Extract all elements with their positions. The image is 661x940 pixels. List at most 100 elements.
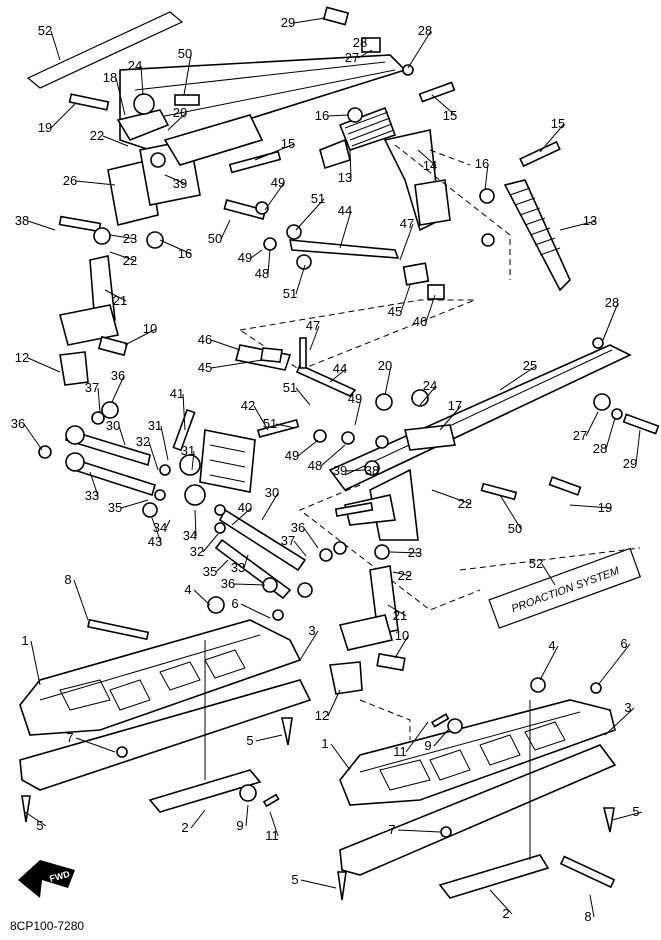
callout-label-5: 5: [632, 804, 639, 819]
callout-leader-35: [120, 499, 149, 509]
callout-leader-9: [245, 804, 249, 827]
callout-label-34: 34: [153, 520, 167, 535]
callout-leader-16: [159, 239, 192, 255]
callout-label-21: 21: [393, 608, 407, 623]
callout-label-4: 4: [184, 582, 191, 597]
callout-leader-19: [50, 103, 76, 129]
callout-label-30: 30: [265, 485, 279, 500]
callout-leader-22: [109, 251, 137, 262]
callout-leader-25: [499, 365, 537, 391]
callout-label-30: 30: [106, 418, 120, 433]
callout-leader-40: [231, 507, 252, 526]
callout-leader-50: [183, 53, 192, 96]
callout-leader-7: [75, 737, 116, 753]
callout-leader-12: [27, 357, 61, 373]
callout-label-45: 45: [198, 360, 212, 375]
callout-leader-27: [357, 49, 373, 59]
callout-leader-38: [27, 220, 56, 231]
callout-label-2: 2: [181, 820, 188, 835]
callout-label-6: 6: [231, 596, 238, 611]
callout-label-28: 28: [418, 23, 432, 38]
callout-label-16: 16: [178, 246, 192, 261]
callout-leader-22: [431, 489, 472, 505]
callout-leader-48: [267, 249, 271, 275]
callout-leader-15: [431, 94, 457, 117]
callout-leader-22: [392, 571, 412, 577]
callout-label-21: 21: [113, 293, 127, 308]
callout-leader-5: [300, 879, 337, 889]
callout-label-22: 22: [398, 568, 412, 583]
callout-leader-15: [254, 143, 295, 161]
callout-label-31: 31: [148, 418, 162, 433]
callout-leader-37: [293, 540, 307, 557]
callout-leader-30: [118, 425, 126, 446]
callout-label-6: 6: [620, 636, 627, 651]
callout-leader-30: [261, 492, 279, 521]
callout-leader-51: [275, 423, 296, 429]
callout-label-19: 19: [598, 500, 612, 515]
callout-leader-50: [220, 219, 231, 240]
callout-leader-31: [191, 450, 195, 471]
callout-label-46: 46: [413, 314, 427, 329]
callout-label-9: 9: [236, 818, 243, 833]
callout-label-29: 29: [623, 456, 637, 471]
callout-leader-52: [541, 563, 556, 586]
callout-label-44: 44: [338, 203, 352, 218]
callout-label-51: 51: [263, 416, 277, 431]
callout-leader-1: [30, 640, 41, 686]
callout-label-36: 36: [291, 520, 305, 535]
callout-label-33: 33: [231, 560, 245, 575]
callout-label-33: 33: [85, 488, 99, 503]
callout-leader-20: [167, 112, 187, 131]
callout-leader-10: [124, 328, 157, 346]
callout-label-15: 15: [281, 136, 295, 151]
callout-leader-45: [210, 359, 263, 369]
callout-label-39: 39: [333, 463, 347, 478]
callout-leader-6: [240, 603, 271, 619]
callout-label-51: 51: [283, 286, 297, 301]
callout-leader-32: [202, 533, 219, 553]
callout-leader-16: [484, 163, 489, 191]
callout-label-15: 15: [551, 116, 565, 131]
callout-leader-39: [345, 469, 366, 472]
callout-label-22: 22: [123, 253, 137, 268]
callout-leader-42: [253, 405, 269, 431]
callout-label-32: 32: [190, 544, 204, 559]
callout-label-45: 45: [388, 304, 402, 319]
callout-label-37: 37: [281, 533, 295, 548]
callout-label-22: 22: [458, 496, 472, 511]
callout-label-42: 42: [241, 398, 255, 413]
callout-leader-13: [349, 149, 352, 179]
callout-label-44: 44: [333, 361, 347, 376]
callout-leader-36: [303, 527, 319, 549]
callout-label-27: 27: [573, 428, 587, 443]
callout-label-2: 2: [502, 906, 509, 921]
callout-label-25: 25: [523, 358, 537, 373]
callout-leader-51: [295, 264, 306, 295]
callout-leader-37: [97, 387, 101, 413]
callout-label-31: 31: [181, 443, 195, 458]
callout-label-50: 50: [508, 521, 522, 536]
callout-label-7: 7: [66, 730, 73, 745]
callout-label-36: 36: [111, 368, 125, 383]
callout-label-19: 19: [38, 120, 52, 135]
callout-leader-3: [299, 630, 319, 661]
callout-leader-43: [151, 517, 162, 543]
callout-leader-49: [250, 249, 263, 259]
callout-label-12: 12: [315, 708, 329, 723]
callout-label-15: 15: [443, 108, 457, 123]
callout-leader-24: [140, 65, 144, 96]
callout-label-49: 49: [348, 391, 362, 406]
callout-leader-36: [111, 375, 125, 403]
callout-leader-49: [354, 398, 362, 426]
callout-leader-51: [295, 198, 325, 231]
callout-leader-49: [264, 182, 285, 211]
callout-leader-29: [635, 429, 641, 465]
callout-label-11: 11: [393, 744, 407, 759]
callout-leader-52: [50, 30, 61, 61]
callout-label-51: 51: [283, 380, 297, 395]
callout-label-48: 48: [255, 266, 269, 281]
callout-leader-32: [148, 441, 159, 471]
callout-label-12: 12: [15, 350, 29, 365]
